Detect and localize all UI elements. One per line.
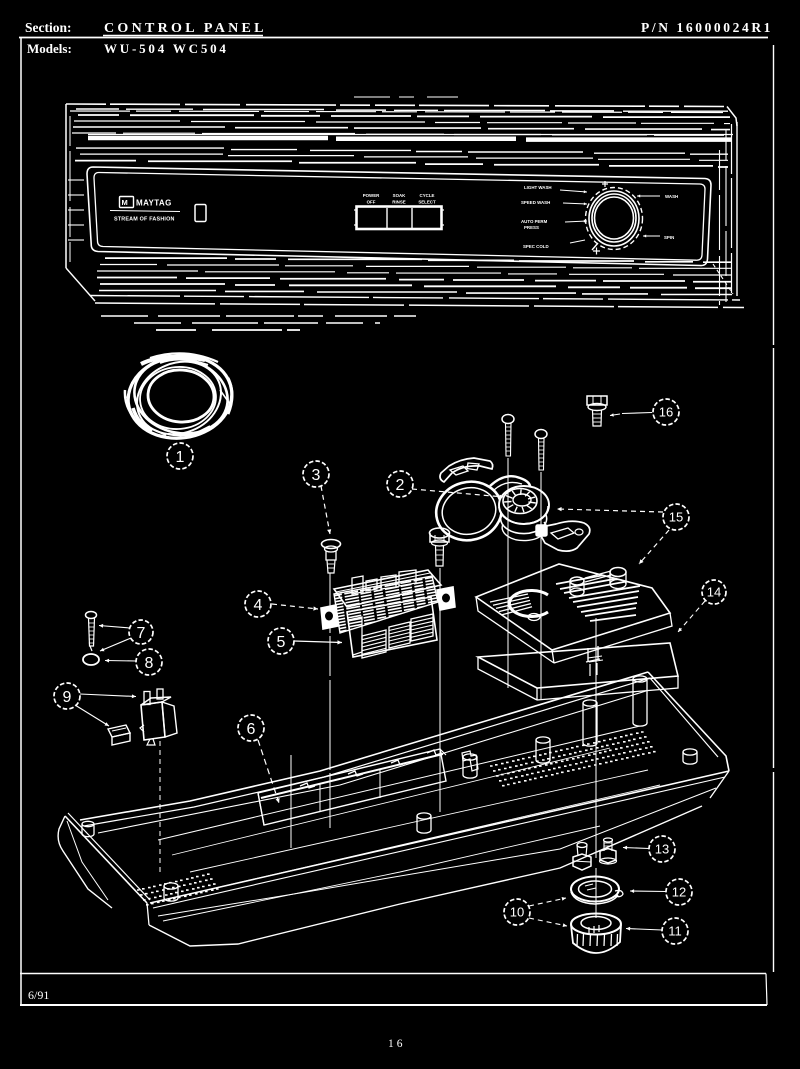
svg-text:LIGHT WASH: LIGHT WASH bbox=[524, 185, 552, 190]
svg-text:M: M bbox=[122, 198, 128, 207]
svg-text:8: 8 bbox=[145, 655, 154, 672]
svg-text:1: 1 bbox=[176, 449, 185, 466]
svg-text:MAYTAG: MAYTAG bbox=[136, 199, 172, 208]
svg-text:4: 4 bbox=[254, 597, 263, 614]
svg-text:WASH: WASH bbox=[665, 194, 678, 199]
svg-text:CONTROL PANEL: CONTROL PANEL bbox=[104, 21, 267, 36]
svg-text:16: 16 bbox=[659, 405, 673, 420]
svg-text:SPEED WASH: SPEED WASH bbox=[521, 200, 550, 205]
svg-text:15: 15 bbox=[669, 510, 683, 525]
svg-text:P/N 16000024R1: P/N 16000024R1 bbox=[641, 20, 773, 35]
svg-text:WU-504 WC504: WU-504 WC504 bbox=[104, 41, 229, 56]
svg-text:RINSE: RINSE bbox=[392, 200, 405, 205]
svg-text:SPIN: SPIN bbox=[664, 235, 674, 240]
svg-text:12: 12 bbox=[672, 885, 686, 900]
svg-text:2: 2 bbox=[396, 477, 405, 494]
svg-text:6: 6 bbox=[247, 721, 256, 738]
svg-text:10: 10 bbox=[510, 905, 524, 920]
svg-text:PRESS: PRESS bbox=[524, 225, 539, 230]
svg-text:5: 5 bbox=[277, 634, 286, 651]
svg-text:POWER: POWER bbox=[363, 193, 380, 198]
svg-text:AUTO PERM: AUTO PERM bbox=[521, 219, 548, 224]
svg-text:SPEC COLD: SPEC COLD bbox=[523, 244, 549, 249]
svg-text:CYCLE: CYCLE bbox=[420, 193, 435, 198]
svg-text:16: 16 bbox=[388, 1038, 406, 1050]
svg-text:Section:: Section: bbox=[25, 20, 72, 35]
svg-text:3: 3 bbox=[312, 467, 321, 484]
svg-text:6/91: 6/91 bbox=[28, 988, 49, 1002]
svg-text:9: 9 bbox=[63, 689, 72, 706]
svg-text:Models:: Models: bbox=[27, 41, 72, 56]
svg-text:OFF: OFF bbox=[367, 200, 376, 205]
svg-text:13: 13 bbox=[655, 842, 669, 857]
svg-text:STREAM OF FASHION: STREAM OF FASHION bbox=[114, 217, 175, 223]
svg-text:14: 14 bbox=[707, 585, 721, 600]
svg-text:SELECT: SELECT bbox=[418, 200, 436, 205]
svg-text:11: 11 bbox=[668, 924, 682, 939]
svg-text:SOAK: SOAK bbox=[393, 193, 407, 198]
svg-text:7: 7 bbox=[137, 625, 146, 642]
